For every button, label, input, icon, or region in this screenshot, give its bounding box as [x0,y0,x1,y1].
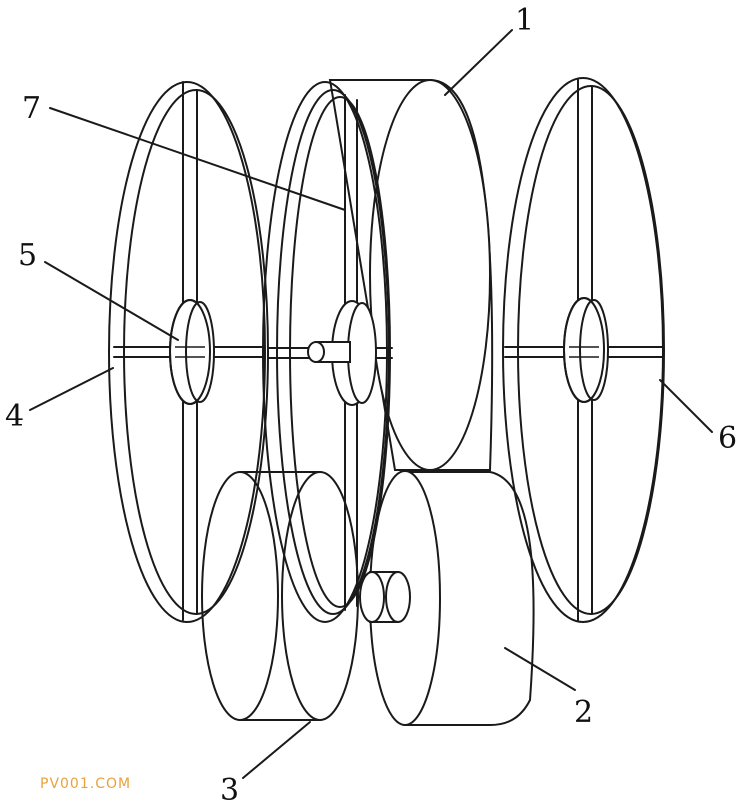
center-wheel [262,81,393,623]
watermark-text: PV001.COM [40,776,131,792]
main-drum [328,79,494,471]
label-3: 3 [220,773,239,808]
left-wheel [108,81,269,623]
label-2: 2 [574,695,593,730]
label-6: 6 [718,421,737,456]
right-wheel [502,77,665,623]
label-4: 4 [5,399,24,434]
leader-lines [29,29,713,779]
label-5: 5 [18,238,37,273]
lower-right-cylinder [359,470,535,726]
label-1: 1 [515,3,534,38]
lower-left-cylinder [201,471,359,721]
label-7: 7 [22,91,41,126]
